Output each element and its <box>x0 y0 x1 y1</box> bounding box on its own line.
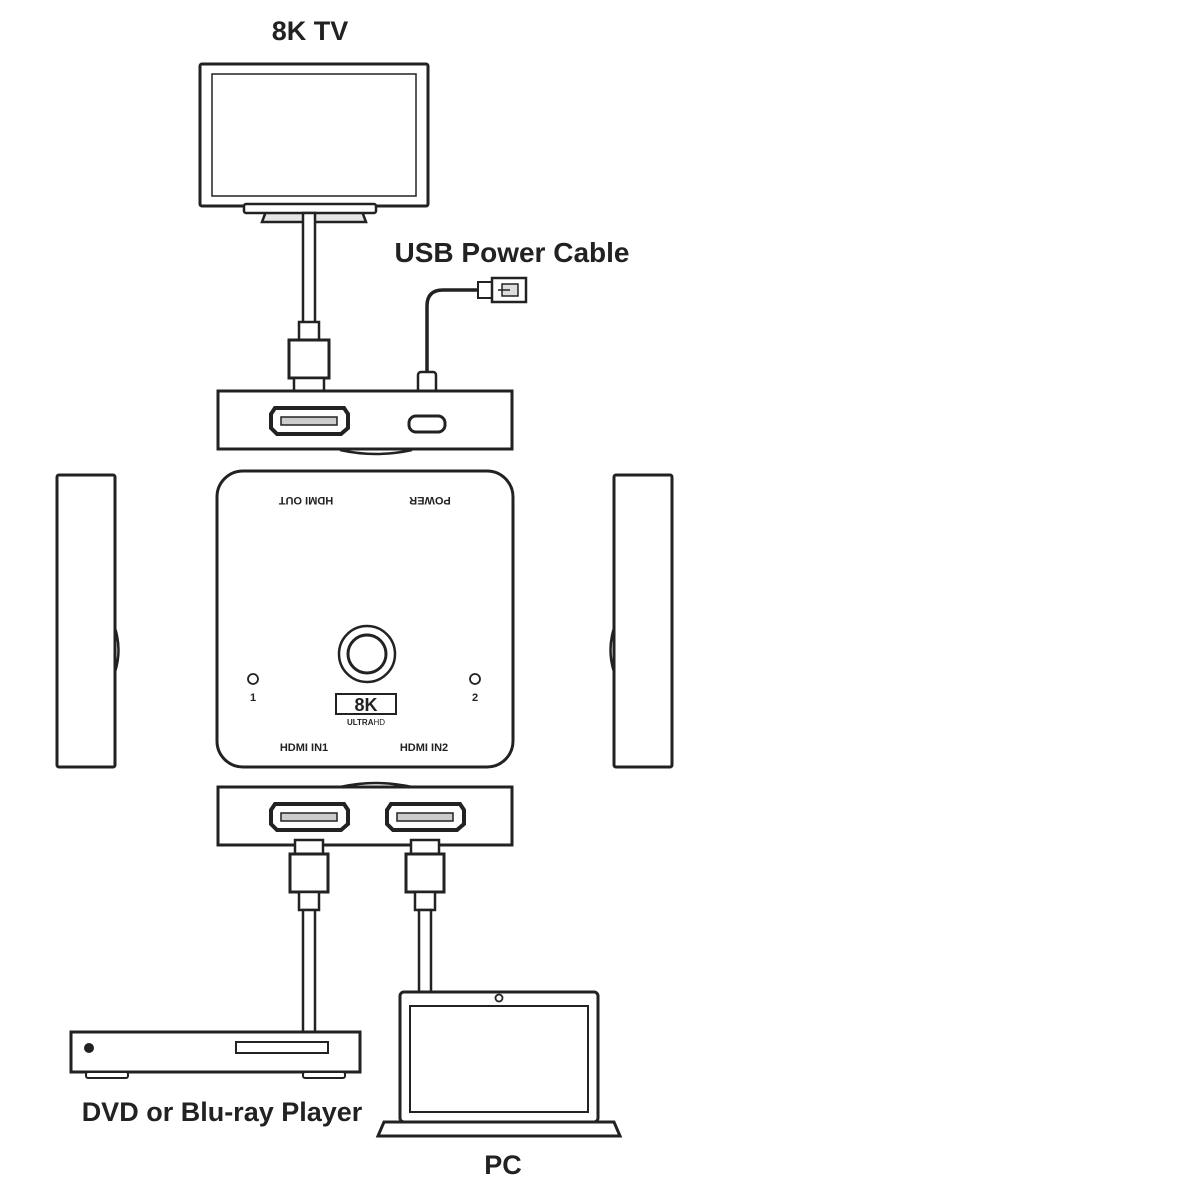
tv-hdmi-cable <box>287 211 331 396</box>
logo-hd-text: HD <box>373 718 385 727</box>
micro-usb-port <box>407 414 447 434</box>
switch-left-side <box>55 473 120 769</box>
switch-right-side <box>609 473 674 769</box>
pc-label: PC <box>484 1150 522 1180</box>
dvd-player-device <box>69 1030 362 1079</box>
logo-8k-text: 8K <box>354 695 377 715</box>
led-1-indicator <box>247 673 259 685</box>
led-2-label: 2 <box>472 692 478 704</box>
tv-device <box>198 62 430 224</box>
laptop-device <box>375 990 623 1138</box>
switch-front-face: HDMI OUT POWER 1 2 8K ULTRAHD HDMI IN1 H… <box>215 469 515 769</box>
hdmi-in1-cable <box>288 838 330 1034</box>
led-1-label: 1 <box>250 692 256 704</box>
webcam-icon <box>494 993 504 1003</box>
usb-power-cable <box>416 276 528 409</box>
hdmi-in2-cable <box>404 838 446 994</box>
power-label: POWER <box>409 494 451 506</box>
hdmi-in2-label: HDMI IN2 <box>400 742 448 754</box>
switch-top-side <box>216 389 514 456</box>
8k-ultrahd-logo: 8K ULTRAHD <box>335 693 397 727</box>
hdmi-out-label: HDMI OUT <box>279 494 334 506</box>
player-label: DVD or Blu-ray Player <box>82 1097 363 1127</box>
tv-label: 8K TV <box>272 16 349 46</box>
logo-ultra-text: ULTRA <box>347 718 374 727</box>
power-dot-icon <box>84 1043 94 1053</box>
hdmi-in1-label: HDMI IN1 <box>280 742 328 754</box>
led-2-indicator <box>469 673 481 685</box>
svg-text:ULTRAHD: ULTRAHD <box>347 718 385 727</box>
switch-bottom-side <box>216 781 514 847</box>
usb-cable-label: USB Power Cable <box>395 237 630 268</box>
